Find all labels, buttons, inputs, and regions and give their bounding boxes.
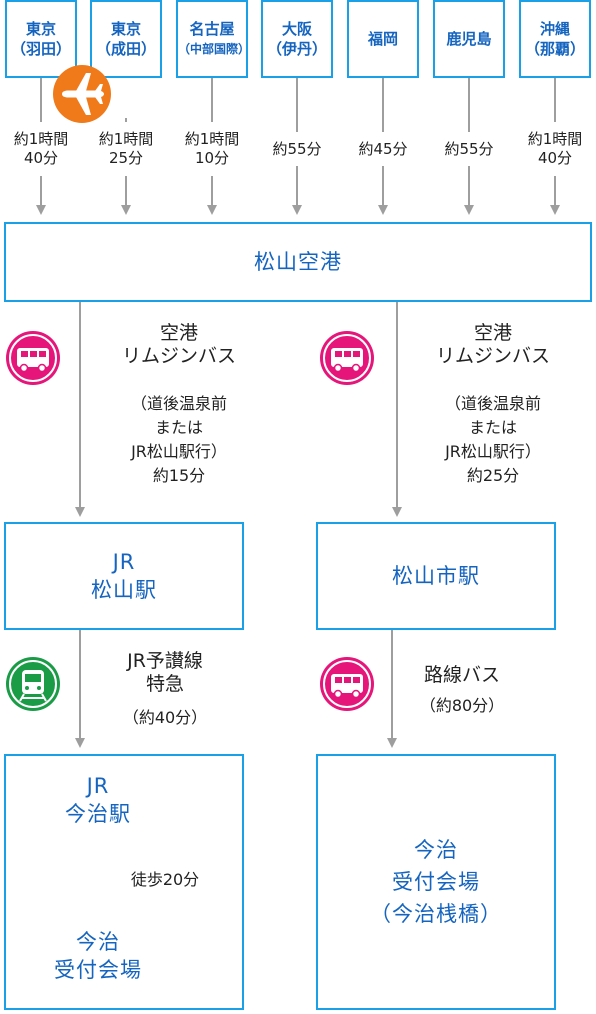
label-line: （道後温泉前 bbox=[130, 394, 227, 413]
imabari-station-name: JR 今治駅 bbox=[10, 772, 186, 828]
bus-icon bbox=[6, 331, 60, 385]
origin-box-tokyo-haneda: 東京 （羽田） bbox=[5, 0, 77, 78]
destination-line: （今治桟橋） bbox=[370, 902, 502, 926]
label-line: （約80分） bbox=[419, 696, 505, 715]
label-line: 空港 bbox=[473, 322, 512, 344]
origin-box-kagoshima: 鹿児島 bbox=[433, 0, 505, 78]
route-bus-label: 路線バス bbox=[392, 664, 532, 687]
origin-sub: （伊丹） bbox=[266, 40, 327, 58]
time-line: 約45分 bbox=[358, 140, 408, 158]
time-line: 40分 bbox=[23, 149, 59, 167]
imabari-venue-box: 今治 受付会場 （今治桟橋） bbox=[316, 754, 556, 1010]
origin-box-tokyo-narita: 東京 （成田） bbox=[90, 0, 162, 78]
label-line: （道後温泉前 bbox=[444, 394, 541, 413]
jr-matsuyama-box: JR 松山駅 bbox=[4, 522, 244, 630]
time-line: 約55分 bbox=[444, 140, 494, 158]
flight-time-kagoshima: 約55分 bbox=[429, 140, 509, 159]
time-line: 約1時間 bbox=[184, 130, 240, 148]
label-line: または bbox=[468, 418, 517, 437]
label-line: 約15分 bbox=[152, 466, 206, 485]
time-line: 約1時間 bbox=[13, 130, 69, 148]
label-line: 路線バス bbox=[423, 664, 500, 686]
matsuyamashi-box: 松山市駅 bbox=[316, 522, 556, 630]
time-line: 40分 bbox=[537, 149, 573, 167]
time-line: 約55分 bbox=[272, 140, 322, 158]
origin-box-fukuoka: 福岡 bbox=[347, 0, 419, 78]
left-destination: 今治 受付会場 bbox=[10, 928, 186, 984]
origin-box-osaka: 大阪 （伊丹） bbox=[261, 0, 333, 78]
time-line: 約1時間 bbox=[527, 130, 583, 148]
bus-icon bbox=[320, 657, 374, 711]
time-line: 25分 bbox=[108, 149, 144, 167]
origin-name: 東京 bbox=[25, 20, 56, 38]
origin-name: 鹿児島 bbox=[446, 30, 492, 48]
origin-sub: （中部国際） bbox=[178, 42, 251, 56]
time-line: 10分 bbox=[194, 149, 230, 167]
destination-line: 受付会場 bbox=[392, 870, 480, 894]
label-line: リムジンバス bbox=[435, 345, 550, 367]
label-line: 約25分 bbox=[466, 466, 520, 485]
walk-label: 徒歩20分 bbox=[130, 870, 200, 889]
label-line: または bbox=[154, 418, 203, 437]
airport-name: 松山空港 bbox=[254, 250, 342, 274]
station-line: JR bbox=[112, 550, 136, 574]
label-line: JR予讃線 bbox=[127, 650, 203, 672]
origin-sub: （成田） bbox=[95, 40, 156, 58]
flight-time-fukuoka: 約45分 bbox=[343, 140, 423, 159]
station-line: 今治駅 bbox=[65, 802, 131, 826]
label-line: JR松山駅行） bbox=[131, 442, 227, 461]
station-line: 松山駅 bbox=[91, 578, 157, 602]
origin-box-nagoya: 名古屋 （中部国際） bbox=[176, 0, 251, 78]
label-line: リムジンバス bbox=[121, 345, 236, 367]
station-line: JR bbox=[86, 774, 110, 798]
label-line: 空港 bbox=[159, 322, 198, 344]
train-icon bbox=[6, 657, 60, 711]
origin-sub: （那覇） bbox=[524, 40, 585, 58]
right-bus-label: 空港 リムジンバス bbox=[398, 322, 588, 368]
label-line: JR松山駅行） bbox=[445, 442, 541, 461]
origin-sub: （羽田） bbox=[10, 40, 71, 58]
origin-name: 東京 bbox=[110, 20, 141, 38]
origin-name: 沖縄 bbox=[539, 20, 570, 38]
origin-name: 名古屋 bbox=[189, 20, 235, 38]
imabari-station-box bbox=[4, 754, 244, 1010]
origin-name: 福岡 bbox=[367, 30, 398, 48]
train-time: （約40分） bbox=[80, 708, 250, 727]
station-name: 松山市駅 bbox=[392, 564, 480, 588]
route-bus-time: （約80分） bbox=[392, 696, 532, 715]
destination-line: 今治 bbox=[414, 838, 458, 862]
train-label: JR予讃線 特急 bbox=[80, 650, 250, 696]
airplane-icon bbox=[53, 65, 111, 123]
origin-box-okinawa: 沖縄 （那覇） bbox=[519, 0, 591, 78]
label-line: 特急 bbox=[145, 673, 184, 695]
label-line: （約40分） bbox=[122, 708, 208, 727]
bus-icon bbox=[320, 331, 374, 385]
right-bus-detail: （道後温泉前 または JR松山駅行） 約25分 bbox=[398, 392, 588, 488]
left-bus-label: 空港 リムジンバス bbox=[84, 322, 274, 368]
time-line: 約1時間 bbox=[98, 130, 154, 148]
left-bus-detail: （道後温泉前 または JR松山駅行） 約15分 bbox=[84, 392, 274, 488]
destination-line: 受付会場 bbox=[54, 958, 142, 982]
flight-time-osaka: 約55分 bbox=[257, 140, 337, 159]
destination-line: 今治 bbox=[76, 930, 120, 954]
airport-box: 松山空港 bbox=[4, 222, 592, 302]
origin-name: 大阪 bbox=[281, 20, 312, 38]
